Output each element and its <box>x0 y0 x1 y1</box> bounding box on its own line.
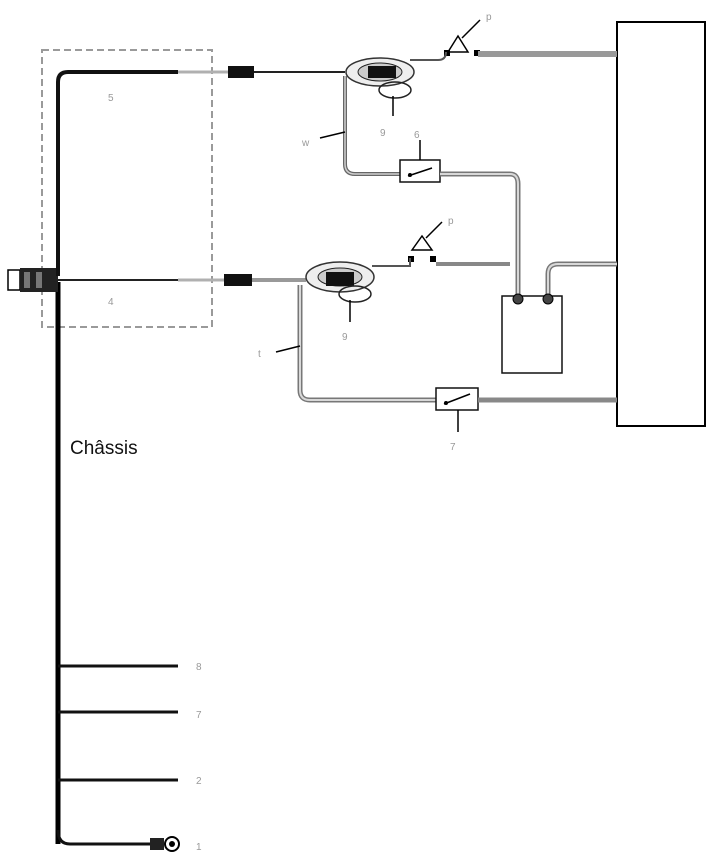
harness-upper-wire <box>56 70 178 276</box>
pipe-upper-label-tick <box>319 131 346 139</box>
pipe-upper-light <box>344 76 400 175</box>
main-connector <box>7 268 58 292</box>
label-branch-8: 8 <box>196 662 202 673</box>
reservoir-to-unit-pipe <box>545 261 617 296</box>
branch-1-sensor <box>150 836 180 852</box>
label-branch-1: 1 <box>196 842 202 853</box>
label-switch-upper: 6 <box>414 130 420 141</box>
label-pipe-lower: t <box>258 349 261 360</box>
label-harness-upper: 5 <box>108 93 114 104</box>
dashed-enclosure <box>41 49 213 328</box>
label-sensor-lower: p <box>448 216 454 227</box>
branch-1-wire <box>56 829 150 846</box>
chassis-label: Châssis <box>70 438 138 459</box>
label-branch-2: 2 <box>196 776 202 787</box>
pipe-lower-label-tick <box>275 345 301 353</box>
label-valve-lower: 9 <box>342 332 348 343</box>
reservoir-to-unit-pipe-light <box>547 263 617 296</box>
label-harness-lower: 4 <box>108 297 114 308</box>
valve-lower <box>305 261 375 322</box>
wire-valve-lower-to-sensor <box>372 258 411 267</box>
label-switch-lower: 7 <box>450 442 456 453</box>
harness-upper-connector <box>228 66 254 78</box>
pressure-switch-upper <box>399 140 441 183</box>
pipe-upper-to-reservoir-light <box>440 173 519 296</box>
label-sensor-upper: p <box>486 12 492 23</box>
valve-upper <box>345 57 415 116</box>
pipe-upper <box>343 76 400 176</box>
harness-lower-connector <box>224 274 252 286</box>
reservoir-port-left <box>512 293 524 305</box>
pressure-sensor-lower <box>408 221 443 262</box>
pipe-upper-to-reservoir <box>440 171 521 296</box>
pipe-lower-light <box>299 285 436 401</box>
pressure-switch-lower <box>435 387 479 432</box>
label-pipe-upper: w <box>301 138 310 149</box>
reservoir-box <box>501 295 563 374</box>
label-valve-upper: 9 <box>380 128 386 139</box>
pipe-lower <box>297 285 436 403</box>
reservoir-port-right <box>542 293 554 305</box>
pressure-sensor-upper <box>444 19 481 56</box>
control-unit-box <box>616 21 706 427</box>
wire-valve-upper-to-sensor <box>410 51 447 61</box>
label-branch-7: 7 <box>196 710 202 721</box>
